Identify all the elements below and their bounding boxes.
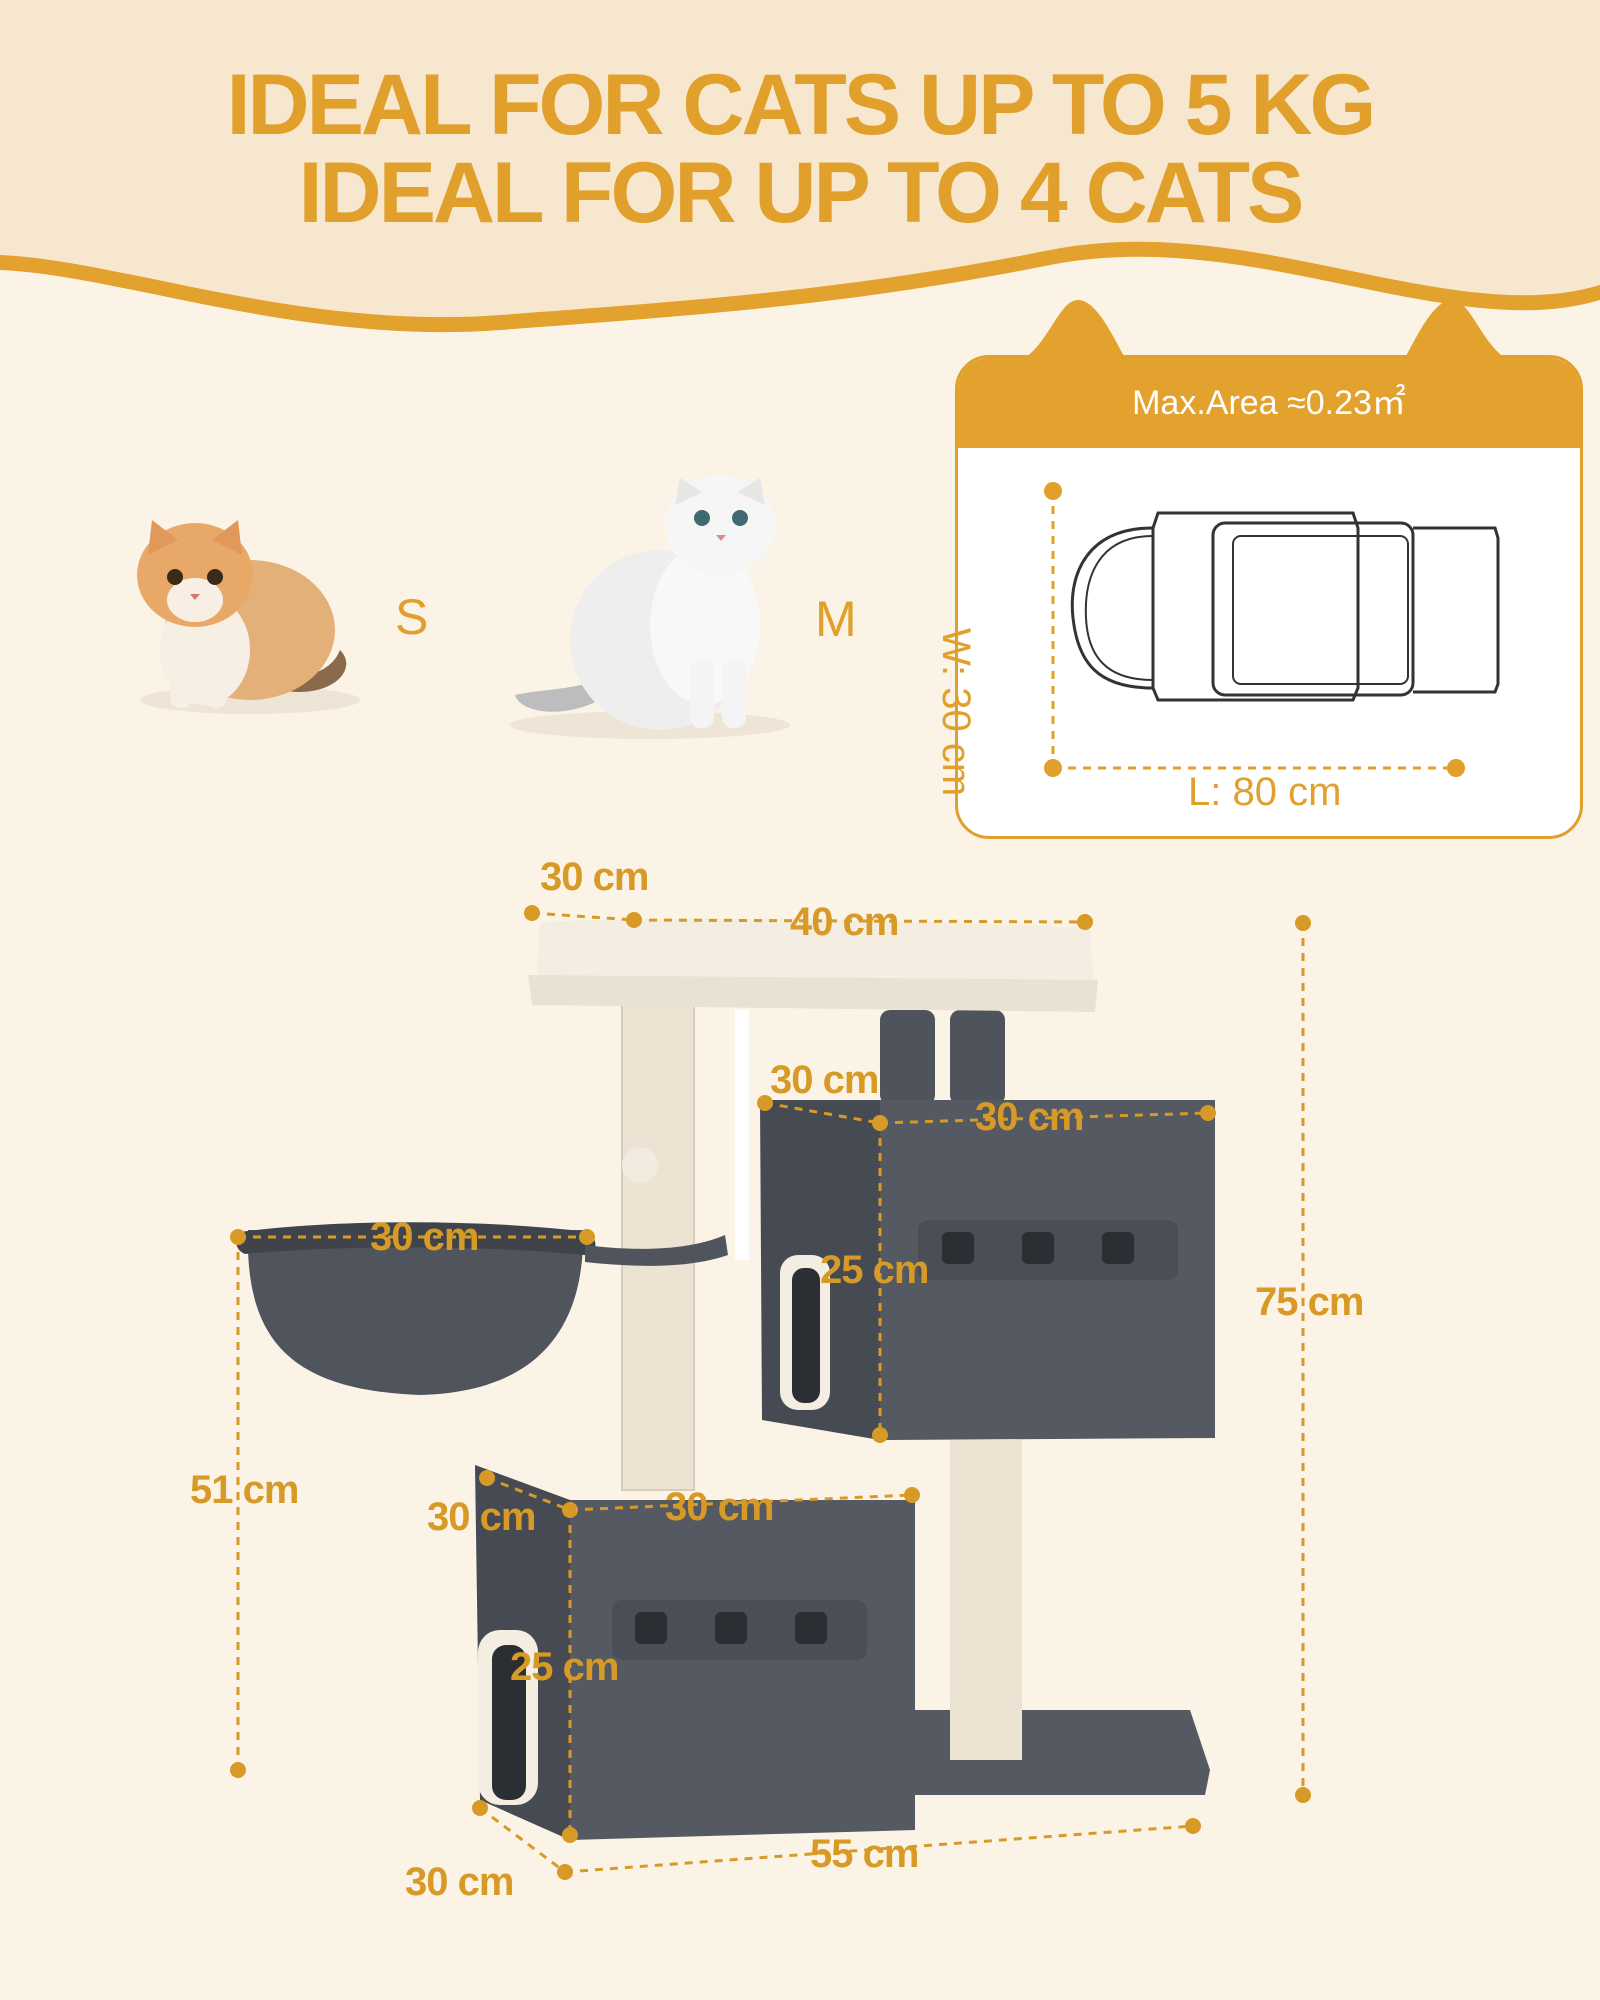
upper-box-width-label: 30 cm (975, 1095, 1084, 1139)
total-height-label: 75 cm (1255, 1280, 1364, 1324)
headline-count: IDEAL FOR UP TO 4 CATS (298, 145, 1305, 241)
length-label: L: 80 cm (1188, 770, 1342, 814)
base-depth-label: 30 cm (405, 1860, 514, 1904)
top-width-label: 40 cm (790, 900, 899, 944)
size-label-m: M (815, 591, 857, 647)
max-area-card: Max.Area ≈0.23㎡ W: 30 cm L: 80 cm (934, 355, 1583, 839)
basket-height-label: 51 cm (190, 1468, 299, 1512)
headline-weight: IDEAL FOR CATS UP TO 5 KG (226, 57, 1377, 153)
top-depth-label: 30 cm (540, 855, 649, 899)
footprint-diagram (1044, 482, 1500, 777)
basket-width-label: 30 cm (370, 1215, 479, 1259)
max-area-title: Max.Area ≈0.23㎡ (958, 358, 1580, 448)
base-width-label: 55 cm (810, 1832, 919, 1876)
size-label-s: S (395, 589, 429, 645)
upper-box-height-label: 25 cm (820, 1248, 929, 1292)
lower-box-depth-label: 30 cm (427, 1495, 536, 1539)
width-label: W: 30 cm (934, 628, 978, 797)
lower-box-width-label: 30 cm (665, 1485, 774, 1529)
header-wave (0, 0, 1600, 333)
upper-box-depth-label: 30 cm (770, 1058, 879, 1102)
lower-box-height-label: 25 cm (510, 1645, 619, 1689)
